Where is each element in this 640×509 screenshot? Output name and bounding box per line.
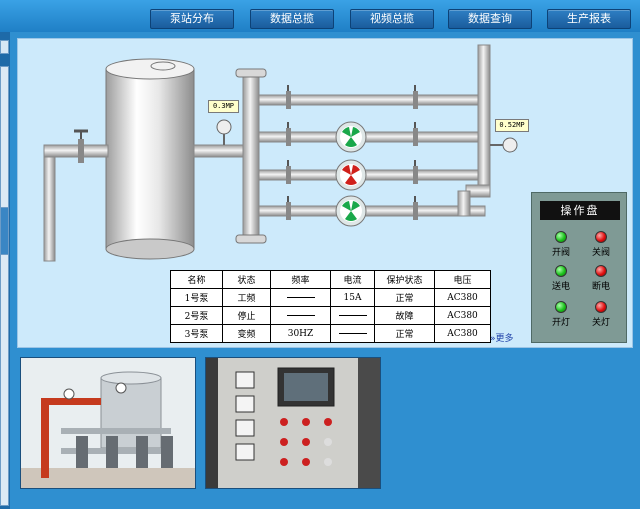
green-led-icon (555, 265, 567, 277)
sidebar-tab-top[interactable] (0, 40, 9, 54)
cell-name: 1号泵 (170, 288, 223, 307)
light-off-button[interactable]: 关灯 (584, 301, 618, 328)
nav-production-report[interactable]: 生产报表 (547, 9, 631, 29)
nav-pump-station-map[interactable]: 泵站分布 (150, 9, 234, 29)
cell-current (330, 324, 375, 343)
power-off-button[interactable]: 断电 (584, 265, 618, 292)
pipe-row-1 (258, 122, 486, 146)
cell-voltage: AC380 (434, 324, 491, 343)
cell-protection: 故障 (374, 306, 435, 325)
table-row: 1号泵 工频 15A 正常 AC380 (170, 288, 491, 307)
col-current: 电流 (330, 270, 375, 289)
pump-3-icon[interactable] (335, 195, 367, 227)
pipe-row-top (258, 85, 486, 109)
bottom-media-area (17, 352, 633, 502)
cell-frequency (270, 288, 331, 307)
light-on-label: 开灯 (551, 318, 570, 328)
nav-data-overview[interactable]: 数据总揽 (250, 9, 334, 29)
power-off-label: 断电 (591, 282, 610, 292)
power-on-label: 送电 (551, 282, 570, 292)
more-label: 更多 (495, 334, 514, 344)
cell-name: 2号泵 (170, 306, 223, 325)
pump-status-table: 名称 状态 频率 电流 保护状态 电压 1号泵 工频 15A 正常 AC380 … (170, 270, 491, 343)
pump-system-diagram (43, 44, 518, 262)
cell-voltage: AC380 (434, 306, 491, 325)
power-on-button[interactable]: 送电 (544, 265, 578, 292)
tank-outlet-pipe (193, 144, 250, 158)
operation-panel-title: 操作盘 (540, 201, 620, 220)
cell-name: 3号泵 (170, 324, 223, 343)
nav-video-overview[interactable]: 视频总揽 (350, 9, 434, 29)
cell-status: 工频 (222, 288, 271, 307)
open-valve-label: 开阀 (551, 248, 570, 258)
more-link[interactable]: »更多 (490, 331, 514, 344)
open-valve-button[interactable]: 开阀 (544, 231, 578, 258)
control-cabinet-photo[interactable] (205, 357, 381, 489)
tank-pressure-gauge: 0.3MP (208, 100, 239, 113)
cell-status: 停止 (222, 306, 271, 325)
inlet-pipe (43, 129, 109, 262)
cell-protection: 正常 (374, 288, 435, 307)
cell-current (330, 306, 375, 325)
discharge-riser (457, 44, 518, 217)
left-sidebar-strip (0, 32, 10, 509)
cell-current: 15A (330, 288, 375, 307)
col-frequency: 频率 (270, 270, 331, 289)
col-voltage: 电压 (434, 270, 491, 289)
col-protection: 保护状态 (374, 270, 435, 289)
green-led-icon (555, 301, 567, 313)
outlet-pressure-gauge: 0.52MP (495, 119, 529, 132)
red-led-icon (595, 231, 607, 243)
pipe-row-2 (258, 160, 486, 184)
pump-2-icon[interactable] (335, 159, 367, 191)
close-valve-label: 关阀 (591, 248, 610, 258)
cell-frequency: 30HZ (270, 324, 331, 343)
red-led-icon (595, 301, 607, 313)
pipe-row-3 (258, 196, 486, 220)
col-name: 名称 (170, 270, 223, 289)
col-status: 状态 (222, 270, 271, 289)
pump-1-icon[interactable] (335, 121, 367, 153)
cell-status: 变频 (222, 324, 271, 343)
light-off-label: 关灯 (591, 318, 610, 328)
table-header-row: 名称 状态 频率 电流 保护状态 电压 (170, 270, 491, 289)
red-led-icon (595, 265, 607, 277)
light-on-button[interactable]: 开灯 (544, 301, 578, 328)
pump-equipment-photo[interactable] (20, 357, 196, 489)
sidebar-collapse-handle[interactable] (0, 207, 9, 255)
sidebar-panel (0, 66, 9, 506)
table-row: 2号泵 停止 故障 AC380 (170, 306, 491, 325)
double-chevron-icon: » (490, 334, 496, 344)
pressure-gauge-icon (216, 119, 232, 135)
operation-panel: 操作盘 开阀 关阀 送电 断电 开灯 关灯 (531, 192, 627, 343)
water-tank (105, 58, 195, 260)
top-nav-bar: 泵站分布 数据总揽 视频总揽 数据查询 生产报表 (0, 0, 640, 32)
close-valve-button[interactable]: 关阀 (584, 231, 618, 258)
cell-voltage: AC380 (434, 288, 491, 307)
table-row: 3号泵 变频 30HZ 正常 AC380 (170, 324, 491, 343)
green-led-icon (555, 231, 567, 243)
cell-frequency (270, 306, 331, 325)
nav-data-query[interactable]: 数据查询 (448, 9, 532, 29)
cell-protection: 正常 (374, 324, 435, 343)
supply-header (235, 68, 267, 244)
